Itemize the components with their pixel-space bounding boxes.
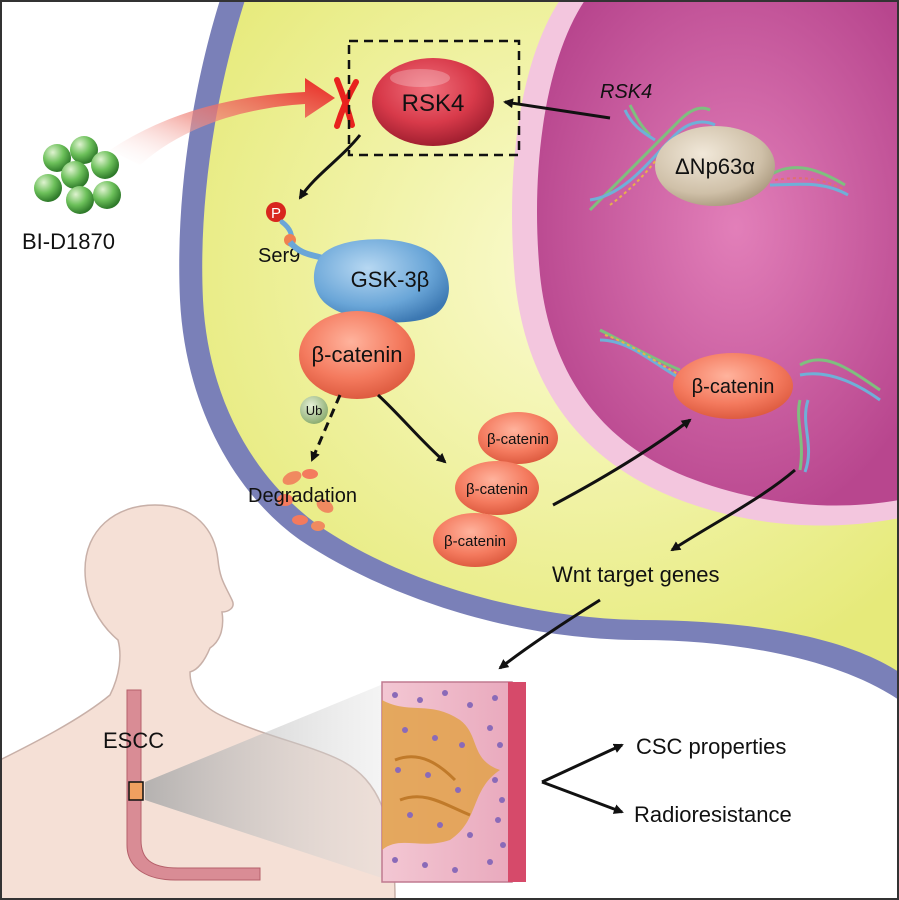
beta-catenin-2: β-catenin [455,461,539,515]
inhibition-arrow [110,78,335,165]
degradation-fragments [277,469,334,531]
inhibitor-beads [34,136,121,214]
rsk4-protein-label: RSK4 [402,90,465,117]
csc-properties-label: CSC properties [636,734,786,759]
nucleus [537,0,899,506]
arrow-to-csc [541,743,624,784]
radioresistance-label: Radioresistance [634,802,792,827]
arrow-to-radioresistance [541,780,624,814]
rsk4-protein [372,58,494,146]
rsk4-gene-label: RSK4 [600,81,652,103]
gsk3b-protein [313,239,449,323]
dnp63a-protein: ΔNp63α [655,126,775,206]
magnifier-cone [145,682,388,880]
arrow-gene-to-rsk4 [503,98,611,120]
rsk4-dashed-box [347,39,521,157]
beta-catenin-main: β-catenin [299,311,415,399]
ubiquitin: Ub [300,396,328,424]
arrow-pool-to-nucleus [552,418,692,507]
beta-catenin-1: β-catenin [478,412,558,464]
beta-catenin-2-label: β-catenin [466,481,528,498]
arrow-to-pool [376,393,447,464]
beta-catenin-nuclear-label: β-catenin [692,376,775,398]
inhibitor: BI-D1870 [22,77,359,254]
phospho-label: P [271,205,281,222]
pathway-arrows [298,98,796,814]
beta-catenin-main-label: β-catenin [312,342,403,367]
beta-catenin-pool: β-catenin β-catenin β-catenin [433,412,558,567]
gsk3b-complex: P Ser9 GSK-3β [258,202,449,323]
rsk4-highlight: RSK4 [347,39,521,157]
dna-helix-icon-lower [599,328,881,473]
beta-catenin-3-label: β-catenin [444,533,506,550]
degradation-label: Degradation [248,485,357,507]
esophagus [126,689,261,881]
arrow-to-degradation [310,394,342,462]
ubiquitin-label: Ub [306,403,323,418]
escc-label: ESCC [103,728,164,753]
arrow-rsk4-to-gsk3b [298,134,362,200]
phospho-group [266,202,286,222]
arrow-to-wnt [670,468,796,552]
dnp63a-label: ΔNp63α [675,154,755,179]
tissue-section-icon [381,681,526,883]
inhibitor-label: BI-D1870 [22,229,115,254]
inhibitor-x-icon [334,77,359,129]
beta-catenin-1-label: β-catenin [487,431,549,448]
escc-lesion [128,781,144,801]
wnt-target-genes-label: Wnt target genes [552,562,720,587]
ser9-label: Ser9 [258,245,300,267]
arrow-wnt-to-tissue [498,598,601,670]
beta-catenin-3: β-catenin [433,513,517,567]
beta-catenin-nuclear: β-catenin [673,353,793,419]
gsk3b-label: GSK-3β [351,267,430,292]
